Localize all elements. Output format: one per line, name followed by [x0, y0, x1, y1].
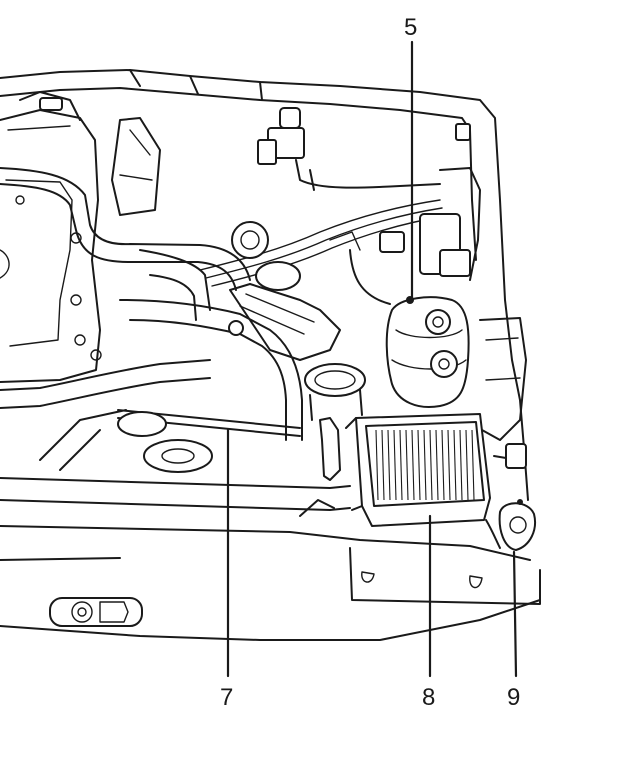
reservoir-cap	[349, 249, 470, 408]
throttle-body	[228, 221, 366, 421]
battery-rib	[429, 429, 433, 501]
battery-rib	[423, 429, 427, 501]
battery-vent-ribs	[375, 429, 475, 501]
right-side-components	[479, 317, 527, 469]
battery	[319, 413, 491, 527]
battery-rib	[459, 429, 463, 501]
battery-rib	[417, 429, 421, 501]
wiring-harness	[199, 199, 471, 287]
engine-bay-outline	[0, 69, 529, 501]
battery-rib	[441, 429, 445, 501]
engine-block	[0, 91, 102, 383]
battery-rib	[393, 429, 397, 501]
battery-rib	[471, 429, 475, 501]
battery-rib	[381, 429, 385, 501]
battery-rib	[435, 429, 439, 501]
callout-7: 7	[220, 684, 234, 711]
battery-rib	[375, 429, 379, 501]
battery-rib	[447, 429, 451, 501]
drive-belt	[39, 409, 301, 473]
top-fittings	[257, 107, 481, 281]
coolant-reservoir-cap	[485, 499, 536, 551]
callout-8: 8	[422, 684, 436, 711]
leader-line-9	[512, 550, 518, 678]
callout-9: 9	[507, 684, 521, 711]
battery-rib	[399, 429, 403, 501]
battery-rib	[411, 429, 415, 501]
callout-5: 5	[404, 14, 418, 41]
battery-rib	[453, 429, 457, 501]
battery-rib	[405, 429, 409, 501]
battery-rib	[465, 429, 469, 501]
battery-rib	[387, 429, 391, 501]
hood-latch	[49, 597, 143, 627]
leader-lines	[226, 40, 518, 678]
radiator-support	[0, 477, 541, 641]
